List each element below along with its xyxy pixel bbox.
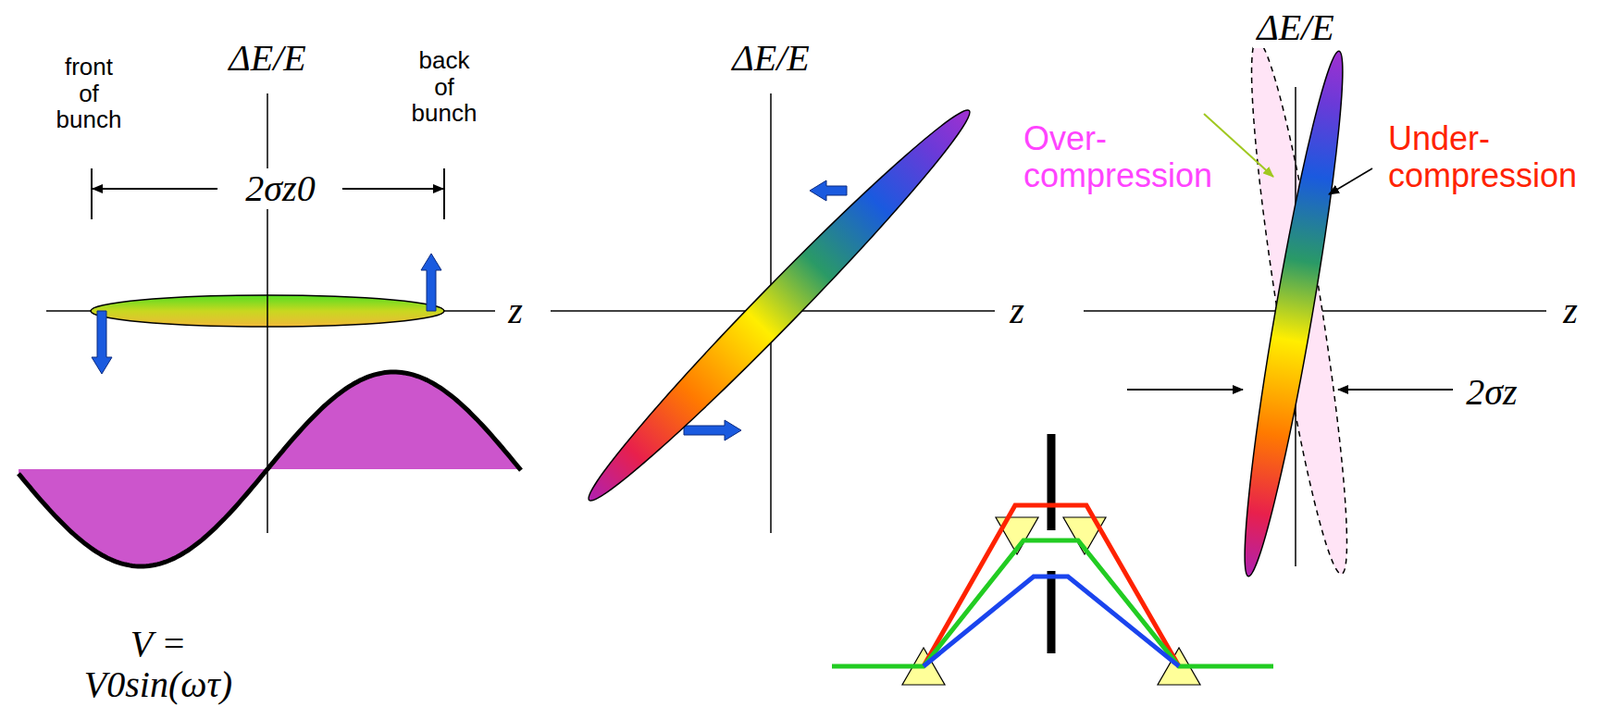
bunch-end-label: front of bunch (56, 53, 123, 134)
leader-line (1328, 168, 1373, 195)
dimension-arrow (1127, 388, 1243, 391)
block-arrow (683, 420, 742, 441)
block-arrow (809, 180, 847, 201)
block-arrow (91, 310, 112, 374)
equation-label: V = V0sin(ωτ) (84, 623, 233, 706)
axis-label: z (1562, 290, 1578, 332)
chirped-bunch (574, 96, 984, 515)
axis-label: z (1009, 290, 1025, 332)
compressed-bunch (1229, 48, 1357, 580)
axis-label: z (508, 290, 523, 332)
rf-voltage-curve (18, 372, 521, 567)
callout-label: Over-compression (1023, 120, 1213, 194)
dimension-label: 2σz0 (241, 168, 319, 210)
bunch-end-label: back of bunch (411, 47, 478, 127)
dimension-arrow (1338, 388, 1453, 391)
callout-label: Under-compression (1388, 120, 1577, 194)
dimension-arrow (342, 187, 444, 190)
axis-label: ΔE/E (1252, 7, 1338, 49)
leader-line (1203, 113, 1274, 177)
rf-voltage-fill (18, 372, 521, 567)
axis-label: ΔE/E (228, 37, 306, 79)
axis-label: ΔE/E (731, 37, 809, 79)
dimension-tick (443, 168, 446, 220)
dimension-arrow (92, 187, 218, 190)
dimension-tick (90, 168, 93, 220)
dimension-label: 2σz (1465, 372, 1517, 413)
block-arrow (421, 253, 442, 311)
chicane-symbol (831, 434, 1274, 685)
energy-axis (266, 93, 269, 534)
